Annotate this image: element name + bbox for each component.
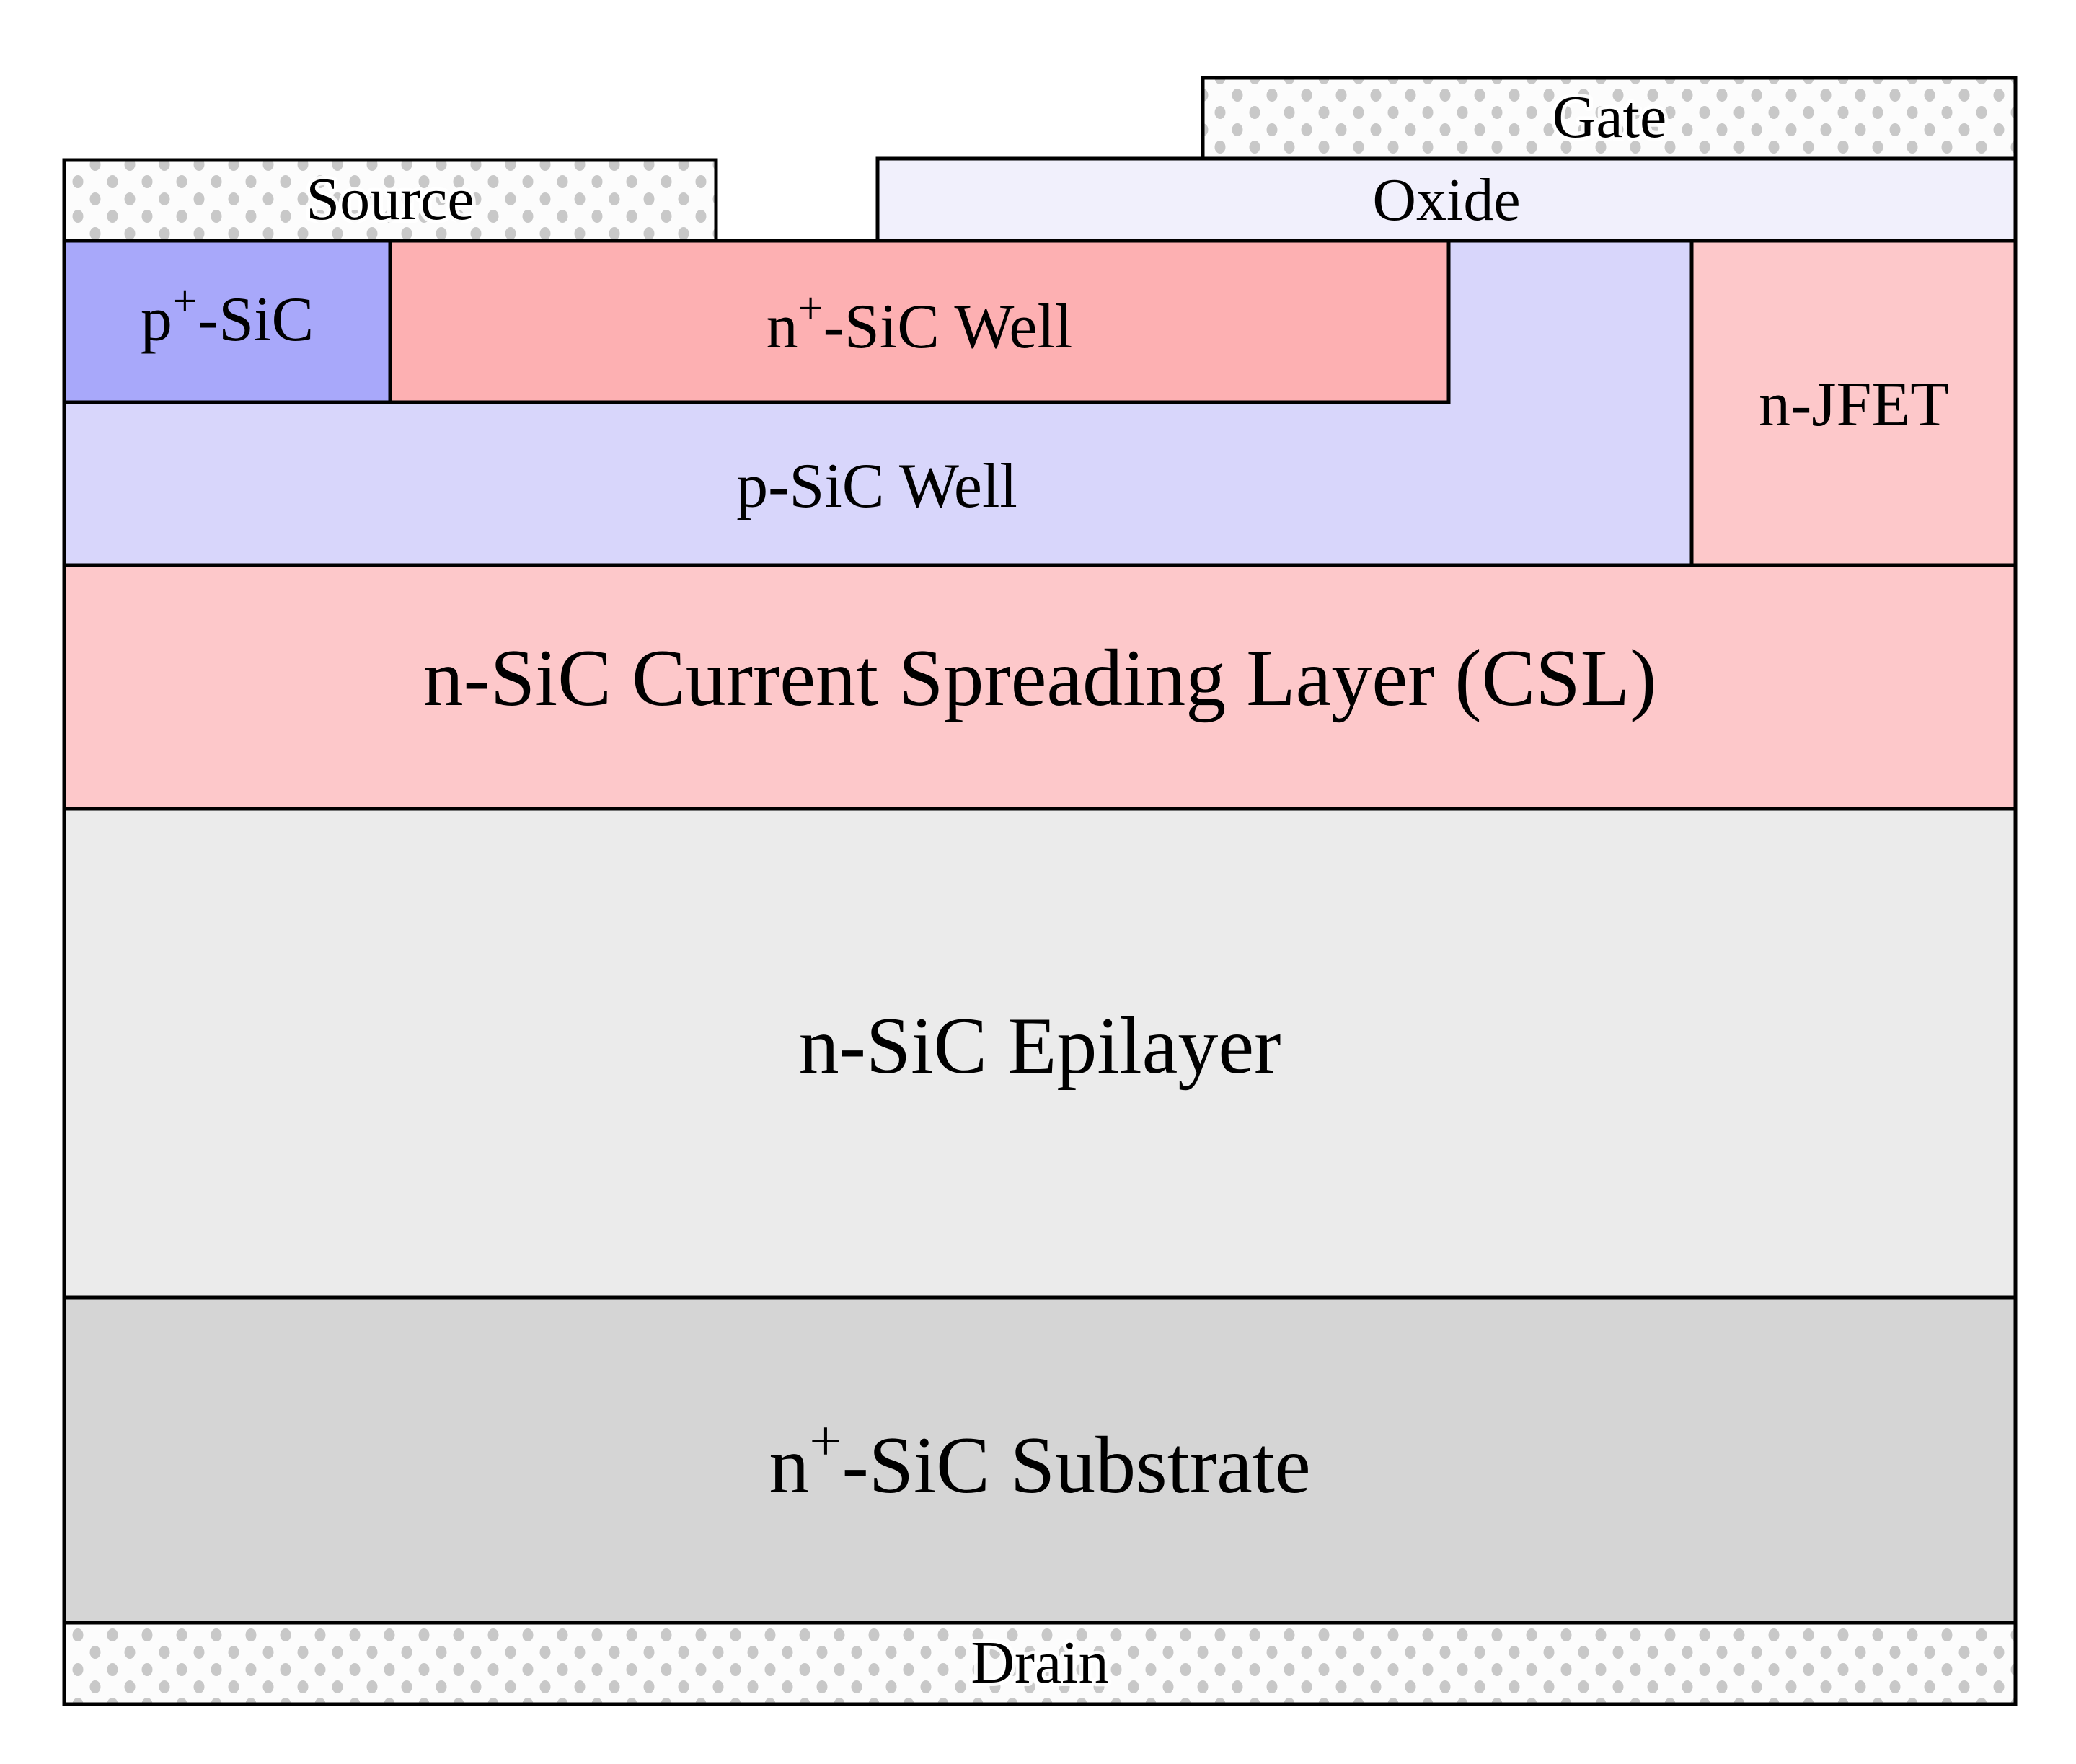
n-plus-well-label-rest: -SiC Well [823,292,1073,362]
epilayer-layer: n-SiC Epilayer [62,807,2018,1300]
p-plus-region-group: p+-SiC [62,239,392,404]
n-plus-well-label-sup: + [798,284,823,333]
n-jfet-group: n-JFET [1689,239,2018,567]
source-region [62,158,718,243]
drain-region [62,1621,2018,1706]
drain-label: Drain [971,1629,1108,1696]
csl-region [62,563,2018,811]
oxide-label: Oxide [1372,167,1520,234]
substrate-region [62,1295,2018,1625]
drain-contact: Drain [62,1621,2018,1706]
n-plus-well-label: n+-SiC Well [767,284,1073,362]
n-plus-well-region [388,239,1451,404]
gate-contact: Gate [1201,76,2018,161]
n-jfet-label: n-JFET [1759,370,1949,440]
substrate-label-main: n [769,1421,809,1510]
epilayer-region [62,807,2018,1300]
substrate-layer: n+-SiC Substrate [62,1295,2018,1625]
source-label: Source [306,166,474,233]
source-contact: Source [62,158,718,243]
p-plus-region [62,239,392,404]
substrate-label: n+-SiC Substrate [769,1410,1310,1510]
p-plus-label-sup: + [172,277,198,326]
gate-label: Gate [1552,84,1667,151]
substrate-label-rest: -SiC Substrate [842,1421,1310,1510]
p-plus-label-main: p [141,285,172,355]
n-jfet-region [1689,239,2018,567]
p-plus-label-rest: -SiC [198,285,314,355]
oxide-layer: Oxide [875,156,2018,243]
epilayer-label: n-SiC Epilayer [799,1001,1281,1091]
csl-label: n-SiC Current Spreading Layer (CSL) [423,634,1657,723]
n-plus-well-label-main: n [767,292,798,362]
substrate-label-sup: + [809,1410,842,1473]
gate-region [1201,76,2018,161]
csl-layer: n-SiC Current Spreading Layer (CSL) [62,563,2018,811]
p-well-label: p-SiC Well [736,451,1017,521]
n-plus-well-group: n+-SiC Well [388,239,1451,404]
p-plus-label: p+-SiC [141,277,314,355]
